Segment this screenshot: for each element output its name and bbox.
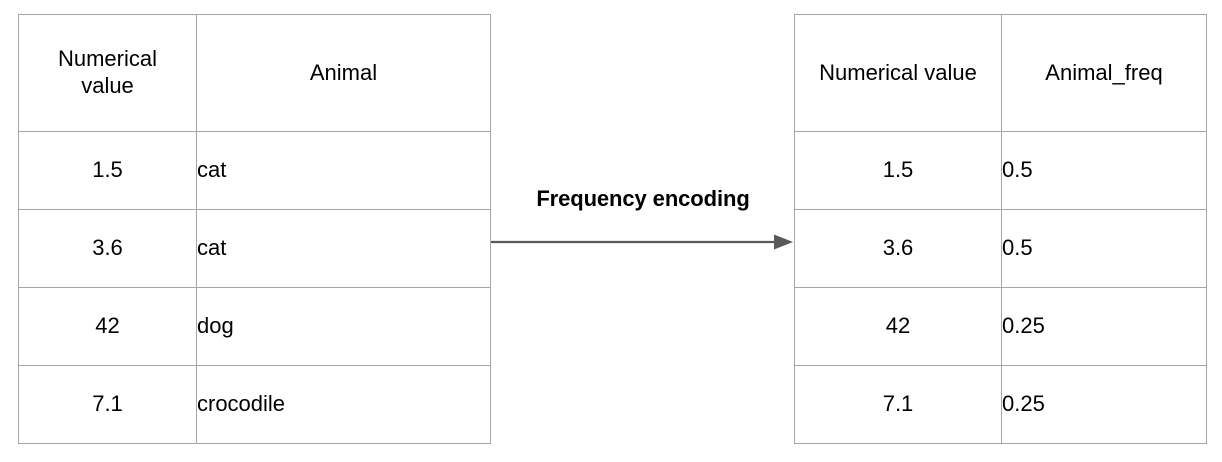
arrow-right-icon <box>491 234 793 250</box>
column-header-numerical-value: Numerical value <box>18 14 197 132</box>
table-row: 42 0.25 <box>794 287 1207 366</box>
input-table: Numerical value Animal 1.5 cat 3.6 cat 4… <box>18 14 491 444</box>
cell-animal: cat <box>196 131 491 210</box>
table-row: 3.6 cat <box>18 209 491 288</box>
table-row: 1.5 cat <box>18 131 491 210</box>
cell-animal-freq: 0.25 <box>1001 365 1207 444</box>
cell-numerical-value: 7.1 <box>18 365 197 444</box>
table-header-row: Numerical value Animal_freq <box>794 14 1207 132</box>
cell-animal-freq: 0.5 <box>1001 209 1207 288</box>
table-row: 3.6 0.5 <box>794 209 1207 288</box>
cell-numerical-value: 7.1 <box>794 365 1002 444</box>
transformation-annotation: Frequency encoding <box>488 186 798 266</box>
cell-numerical-value: 42 <box>794 287 1002 366</box>
transformation-label: Frequency encoding <box>536 186 750 211</box>
cell-numerical-value: 1.5 <box>794 131 1002 210</box>
cell-animal: dog <box>196 287 491 366</box>
cell-animal: cat <box>196 209 491 288</box>
table-header-row: Numerical value Animal <box>18 14 491 132</box>
cell-animal: crocodile <box>196 365 491 444</box>
table-row: 42 dog <box>18 287 491 366</box>
table-row: 7.1 0.25 <box>794 365 1207 444</box>
column-header-numerical-value: Numerical value <box>794 14 1002 132</box>
table-row: 1.5 0.5 <box>794 131 1207 210</box>
column-header-animal: Animal <box>196 14 491 132</box>
table-row: 7.1 crocodile <box>18 365 491 444</box>
cell-numerical-value: 3.6 <box>794 209 1002 288</box>
cell-numerical-value: 42 <box>18 287 197 366</box>
cell-numerical-value: 1.5 <box>18 131 197 210</box>
column-header-animal-freq: Animal_freq <box>1001 14 1207 132</box>
output-table: Numerical value Animal_freq 1.5 0.5 3.6 … <box>794 14 1207 444</box>
cell-numerical-value: 3.6 <box>18 209 197 288</box>
cell-animal-freq: 0.5 <box>1001 131 1207 210</box>
cell-animal-freq: 0.25 <box>1001 287 1207 366</box>
